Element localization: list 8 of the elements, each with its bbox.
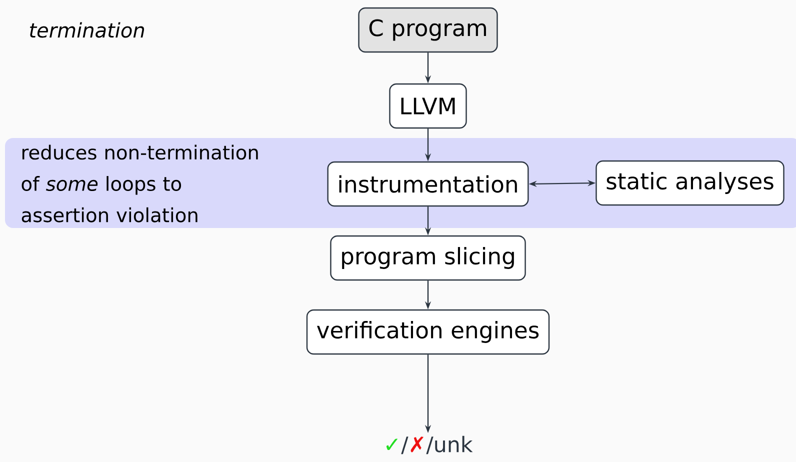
process-box: static analyses	[596, 160, 784, 206]
title: termination	[30, 22, 144, 38]
result-text: ✓ /✗/unk	[386, 436, 473, 454]
process-box: LLVM	[389, 83, 467, 129]
process-box: C program	[358, 7, 498, 53]
process-box: program slicing	[330, 235, 526, 281]
process-box: verification engines	[306, 309, 550, 355]
process-box: instrumentation	[327, 161, 529, 207]
